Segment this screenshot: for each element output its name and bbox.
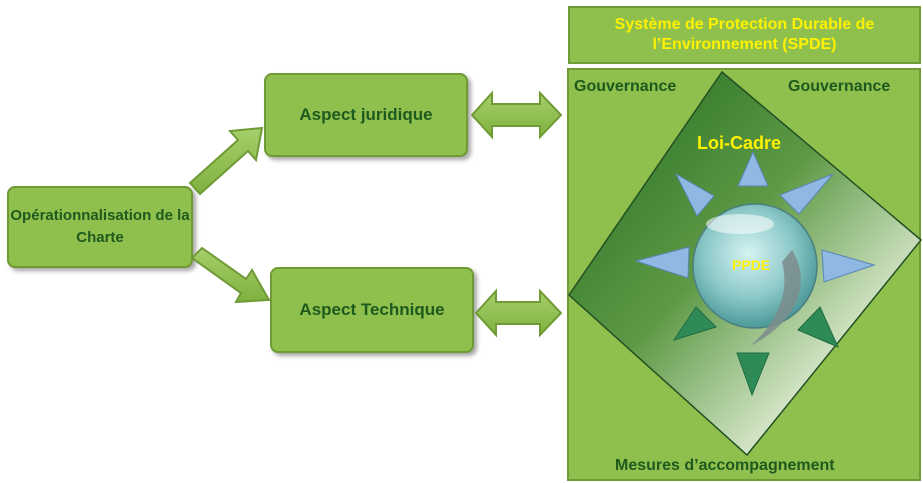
spde-title: Système de Protection Durable de l’Envir… — [614, 16, 875, 53]
sphere-icon — [692, 203, 818, 346]
aspect-technique-box: Aspect Technique — [270, 267, 474, 353]
arrow-up-right-icon — [188, 126, 264, 196]
gouvernance-right-label: Gouvernance — [788, 78, 891, 95]
spde-title-box: Système de Protection Durable de l’Envir… — [568, 6, 921, 64]
ppde-label: PPDE — [732, 257, 771, 273]
double-arrow-icon — [470, 90, 563, 140]
loi-cadre-label: Loi-Cadre — [697, 133, 782, 153]
aspect-juridique-label: Aspect juridique — [299, 105, 433, 124]
aspect-juridique-box: Aspect juridique — [264, 73, 468, 157]
arrow-down-right-icon — [190, 246, 271, 304]
operationalisation-box: Opérationnalisation de la Charte — [7, 186, 193, 268]
aspect-technique-label: Aspect Technique — [299, 300, 445, 319]
gouvernance-left-label: Gouvernance — [574, 78, 677, 95]
sun-ray-icon — [634, 150, 876, 397]
operationalisation-label: Opérationnalisation de la Charte — [10, 207, 190, 246]
double-arrow-icon — [474, 288, 563, 338]
mesures-accompagnement-label: Mesures d’accompagnement — [615, 457, 835, 474]
